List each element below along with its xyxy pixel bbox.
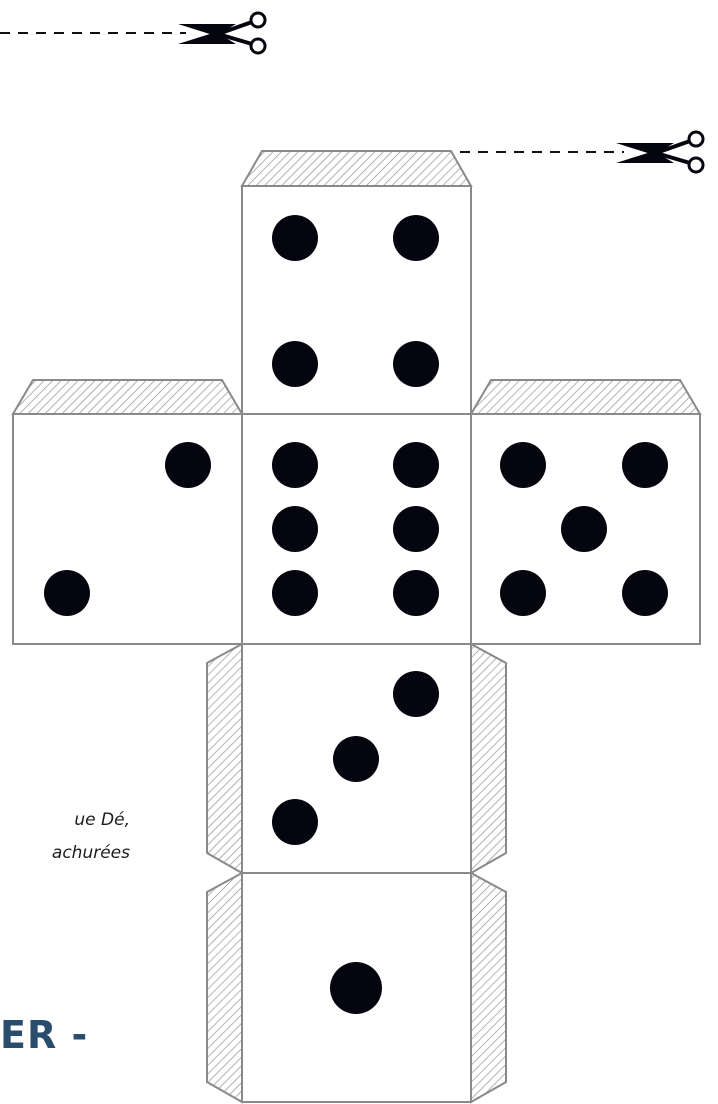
pip: [330, 962, 382, 1014]
pip: [44, 570, 90, 616]
pip: [500, 442, 546, 488]
page-heading: ER -: [0, 1013, 88, 1057]
glue-tab: [207, 873, 242, 1102]
pip: [393, 506, 439, 552]
pip: [272, 506, 318, 552]
pip: [272, 799, 318, 845]
pip: [333, 736, 379, 782]
scissors-icon: [616, 132, 703, 172]
pip: [622, 442, 668, 488]
pip: [393, 341, 439, 387]
face-top: [242, 186, 471, 414]
scissors-icon: [178, 13, 265, 53]
glue-tab: [471, 380, 700, 414]
face-left: [13, 414, 242, 644]
glue-tab: [13, 380, 242, 414]
pip: [393, 442, 439, 488]
pip: [393, 570, 439, 616]
glue-tab: [242, 151, 471, 186]
instructions-line: ue Dé,: [0, 804, 130, 837]
pip: [165, 442, 211, 488]
pip: [272, 215, 318, 261]
pip: [393, 671, 439, 717]
glue-tab: [471, 873, 506, 1102]
pip: [272, 442, 318, 488]
pip: [561, 506, 607, 552]
instructions-text: ue Dé, achurées: [0, 804, 130, 870]
pip: [393, 215, 439, 261]
pip: [622, 570, 668, 616]
pip: [500, 570, 546, 616]
instructions-line: achurées: [0, 837, 130, 870]
glue-tab: [471, 644, 506, 873]
pip: [272, 341, 318, 387]
pip: [272, 570, 318, 616]
glue-tab: [207, 644, 242, 873]
